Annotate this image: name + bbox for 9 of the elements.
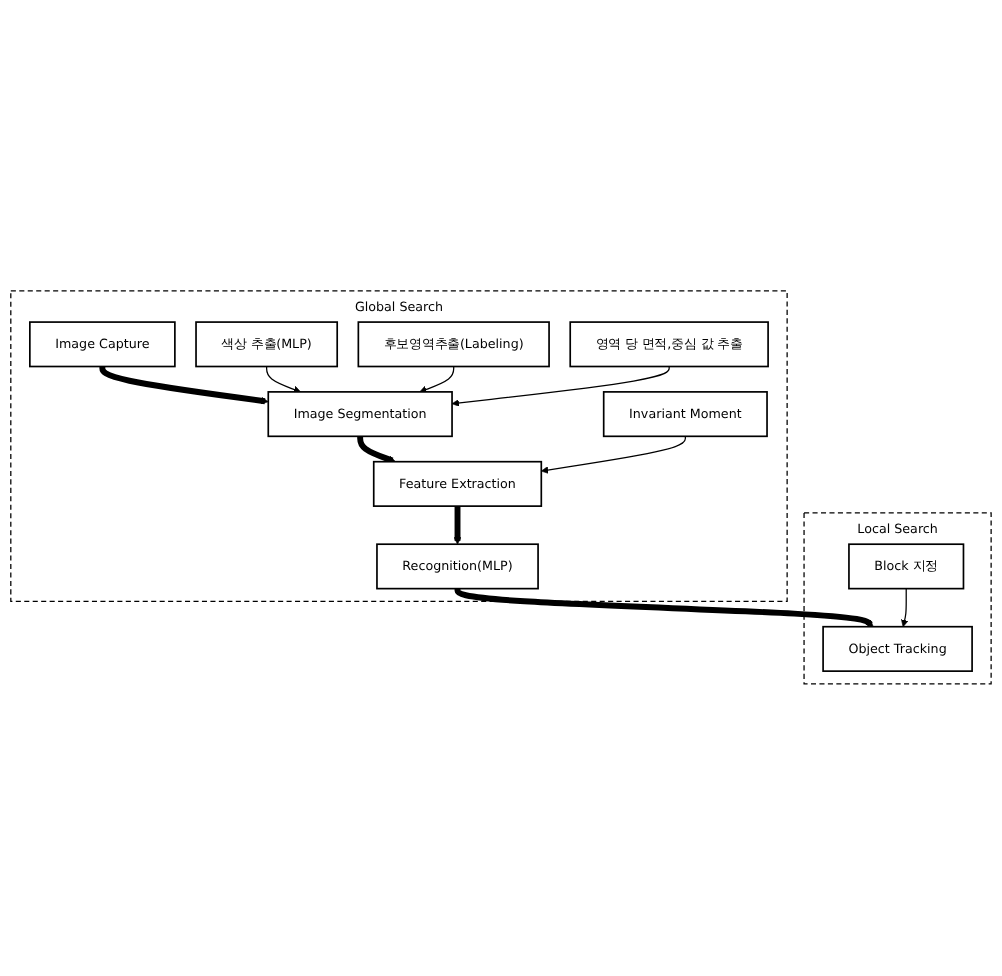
arrow — [419, 366, 455, 394]
arrow — [99, 366, 269, 406]
arrow — [901, 588, 909, 628]
arrow — [541, 436, 687, 475]
arrow — [357, 436, 396, 465]
arrow — [266, 366, 301, 394]
arrow — [454, 588, 874, 628]
arrow — [451, 366, 670, 408]
arrow — [453, 505, 462, 546]
